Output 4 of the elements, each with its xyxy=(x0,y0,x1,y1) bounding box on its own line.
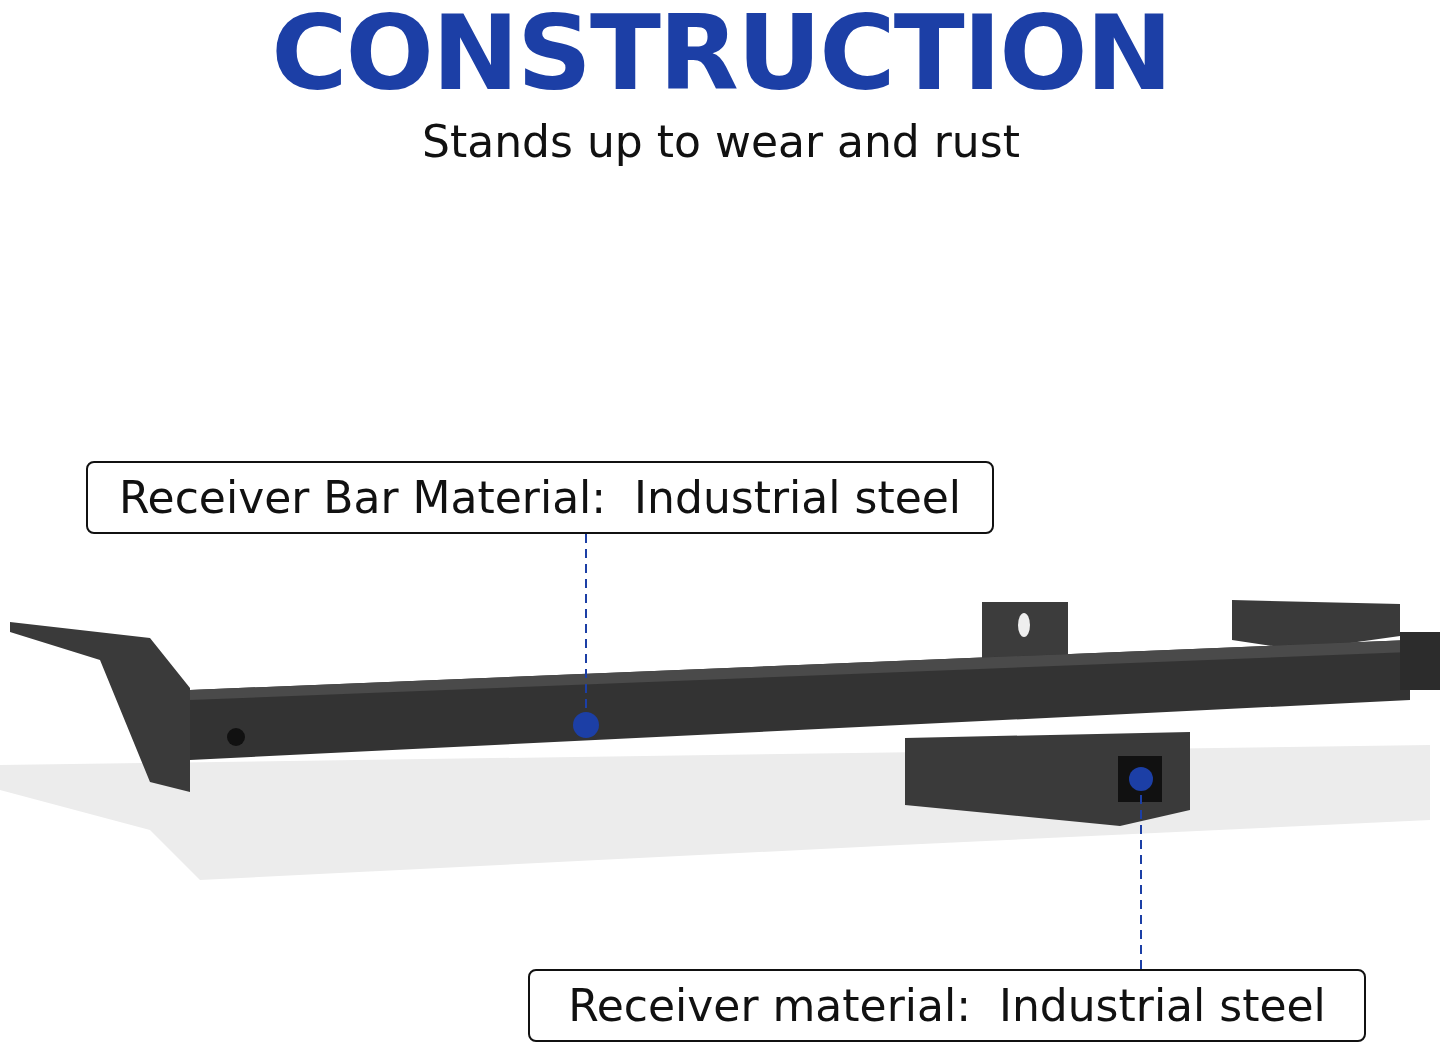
subtitle: Stands up to wear and rust xyxy=(421,116,1021,167)
page-title: CONSTRUCTION xyxy=(270,0,1172,114)
label-box: Receiver Bar Material: Industrial steel xyxy=(86,461,994,534)
label-box: Receiver material: Industrial steel xyxy=(528,969,1366,1042)
